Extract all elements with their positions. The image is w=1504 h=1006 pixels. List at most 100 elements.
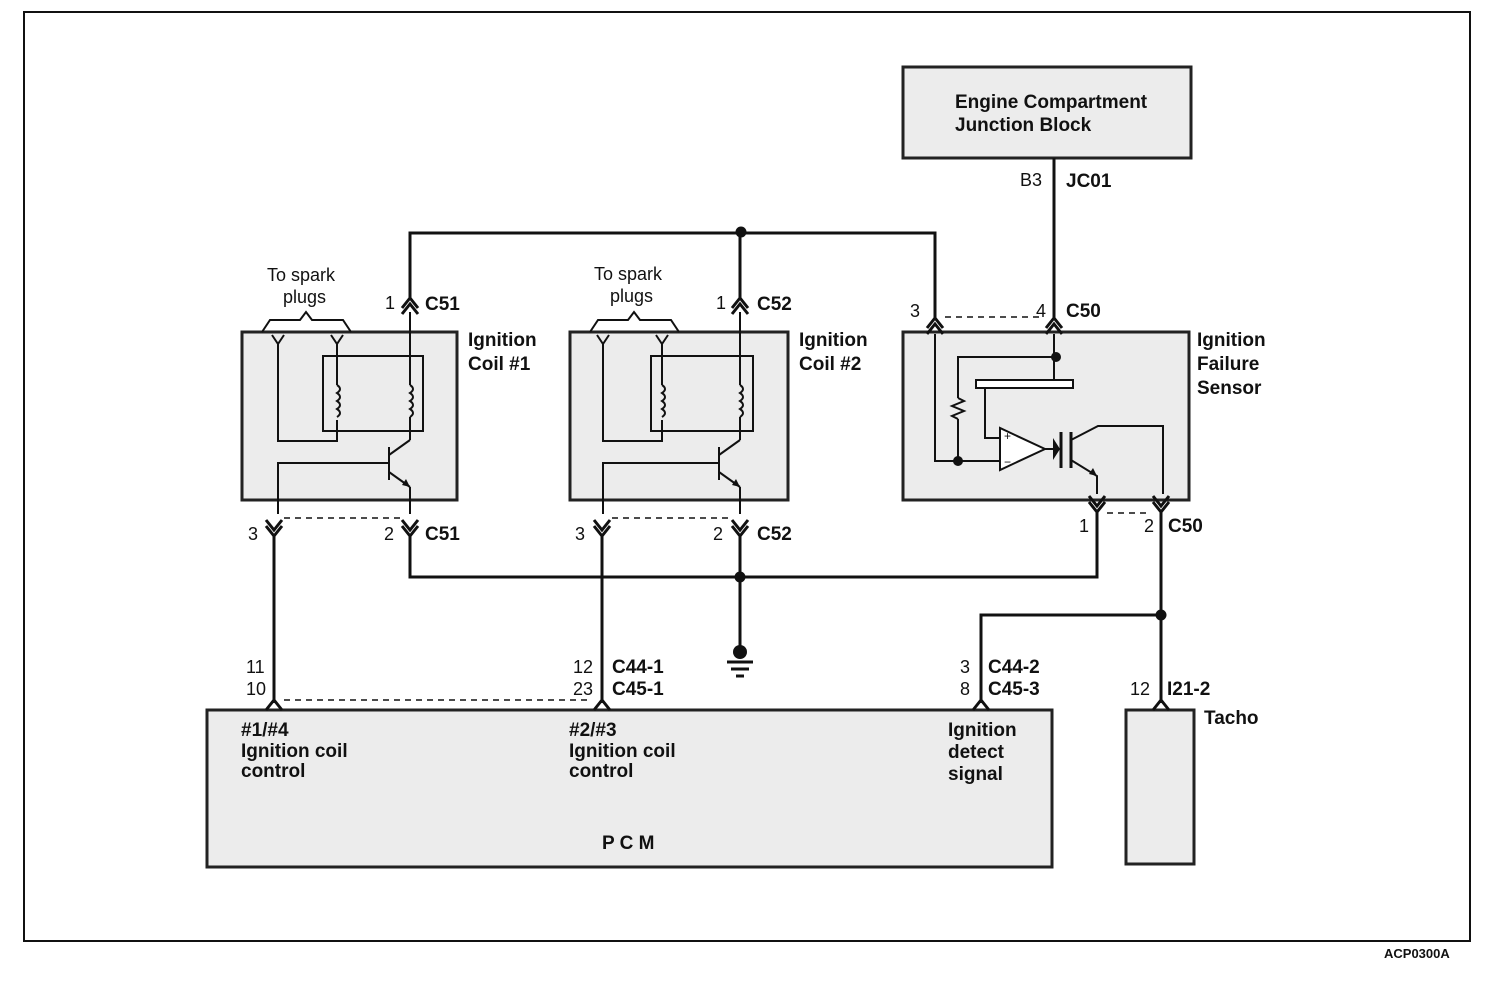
sensor-resistor-feed <box>957 356 1056 398</box>
coil1-spark-label-line1: To spark <box>267 265 336 285</box>
coil2-top-pin: 1 <box>716 293 726 313</box>
pcm-pin-c1: 3 <box>960 657 970 677</box>
pcm-pin-c2: 8 <box>960 679 970 699</box>
coil1-bottom-right-connector-icon <box>400 519 420 539</box>
pcm-detect-line2: detect <box>948 742 1005 763</box>
coil2-pin-left: 3 <box>575 524 585 544</box>
sensor-label-line3: Sensor <box>1197 378 1262 399</box>
wire-ground-bus <box>408 512 1099 579</box>
coil1-core <box>322 355 424 432</box>
coil2-spark-label-line1: To spark <box>594 264 663 284</box>
coil1-box <box>240 330 459 502</box>
sensor-label-line2: Failure <box>1197 354 1259 375</box>
coil2-box <box>568 330 790 502</box>
coil2-bottom-connector: C52 <box>757 524 792 545</box>
tacho-label: Tacho <box>1204 708 1259 729</box>
pcm-pin-b1: 12 <box>573 657 593 677</box>
coil1-top-connector: C51 <box>425 294 460 315</box>
pcm-connector-a-icon <box>264 697 284 711</box>
pcm-conn-b1: C44-1 <box>612 657 664 678</box>
pcm-conn-c1: C44-2 <box>988 657 1040 678</box>
junction-block-title-line1: Engine Compartment <box>955 92 1148 113</box>
resistor-icon <box>949 397 967 420</box>
pcm-detect-line1: Ignition <box>948 720 1017 741</box>
coil2-bottom-left-connector-icon <box>592 519 612 539</box>
coil1-spark-label-line2: plugs <box>283 287 326 307</box>
junction-block-connector: JC01 <box>1066 171 1112 192</box>
coil2-spark-brace <box>589 310 680 333</box>
pcm-connector-b-icon <box>592 697 612 711</box>
op-amp-minus: − <box>1004 455 1011 469</box>
wire-power-bus <box>408 231 937 320</box>
tacho-pin: 12 <box>1130 679 1150 699</box>
junction-block: Engine Compartment Junction Block B3 JC0… <box>901 65 1193 192</box>
coil1-bottom-connector: C51 <box>425 524 460 545</box>
coil1-top-pin: 1 <box>385 293 395 313</box>
diode-icon <box>1045 432 1063 468</box>
coil1-pin-left: 3 <box>248 524 258 544</box>
diagram-frame <box>23 11 1471 942</box>
splice-tacho <box>1155 609 1167 621</box>
coil1-label-line1: Ignition <box>468 330 537 351</box>
tacho-box <box>1124 708 1196 866</box>
coil1-top-connector-icon <box>400 295 420 315</box>
op-amp-icon <box>999 426 1048 472</box>
sensor-pin-top-right: 4 <box>1036 301 1046 321</box>
pcm-ctrl2-line3: control <box>569 761 633 782</box>
wire-detect-signal <box>979 613 1161 703</box>
coil2-label-line1: Ignition <box>799 330 868 351</box>
coil2-top-connector: C52 <box>757 294 792 315</box>
ignition-coil-1: To spark plugs 1 C51 Ignition Coil #1 <box>240 265 537 545</box>
coil1-secondary-winding <box>335 384 341 418</box>
sensor-pin-top-left: 3 <box>910 301 920 321</box>
figure-id: ACP0300A <box>1384 946 1450 961</box>
pcm-ctrl1-line2: Ignition coil <box>241 741 348 762</box>
coil1-bottom-left-connector-icon <box>264 519 284 539</box>
coil2-bottom-right-connector-icon <box>730 519 750 539</box>
sensor-label-line1: Ignition <box>1197 330 1266 351</box>
wires <box>272 158 1167 703</box>
coil2-transistor-icon <box>602 439 741 514</box>
sensor-bottom-connector: C50 <box>1168 516 1203 537</box>
sensor-bus-bar <box>975 379 1074 389</box>
coil2-label-line2: Coil #2 <box>799 354 861 375</box>
coil2-core <box>650 355 754 432</box>
pcm-pin-a2: 10 <box>246 679 266 699</box>
ground-icon <box>727 645 753 678</box>
pcm-conn-b2: C45-1 <box>612 679 664 700</box>
sensor-transistor-icon <box>1069 425 1164 494</box>
pcm: P C M 11 10 12 C44-1 23 C45-1 3 C44-2 8 … <box>205 657 1054 869</box>
coil1-spark-brace <box>261 310 352 333</box>
pcm-conn-c2: C45-3 <box>988 679 1040 700</box>
sensor-bus-feed <box>984 388 1000 439</box>
pcm-ctrl2-line2: Ignition coil <box>569 741 676 762</box>
junction-block-box <box>901 65 1193 160</box>
coil2-top-connector-icon <box>730 295 750 315</box>
pcm-pin-b2: 23 <box>573 679 593 699</box>
sensor-bottom-right-connector-icon <box>1151 495 1171 515</box>
coil2-pin-right: 2 <box>713 524 723 544</box>
sensor-bottom-left-connector-icon <box>1087 495 1107 515</box>
sensor-top-left-connector-icon <box>925 315 945 335</box>
pcm-ctrl1-line3: control <box>241 761 305 782</box>
coil1-pin-right: 2 <box>384 524 394 544</box>
tacho-connector: I21-2 <box>1167 679 1210 700</box>
sensor-pin-bottom-right: 2 <box>1144 516 1154 536</box>
coil1-label-line2: Coil #1 <box>468 354 531 375</box>
coil2-primary-winding <box>738 384 744 418</box>
sensor-splice-input <box>953 456 963 466</box>
tacho-connector-icon <box>1151 697 1171 711</box>
pcm-pin-a1: 11 <box>246 657 265 677</box>
coil1-primary-winding <box>408 384 414 418</box>
junction-block-pin: B3 <box>1020 170 1042 190</box>
pcm-ctrl2-line1: #2/#3 <box>569 720 617 741</box>
sensor-top-connector: C50 <box>1066 301 1101 322</box>
coil1-transistor-icon <box>277 439 411 514</box>
ignition-coil-2: To spark plugs 1 C52 Ignition Coil #2 3 … <box>568 264 868 545</box>
junction-block-title-line2: Junction Block <box>955 115 1092 136</box>
coil2-secondary-winding <box>660 384 666 418</box>
splice-power <box>735 226 747 238</box>
pcm-ctrl1-line1: #1/#4 <box>241 720 289 741</box>
pcm-connector-c-icon <box>971 697 991 711</box>
